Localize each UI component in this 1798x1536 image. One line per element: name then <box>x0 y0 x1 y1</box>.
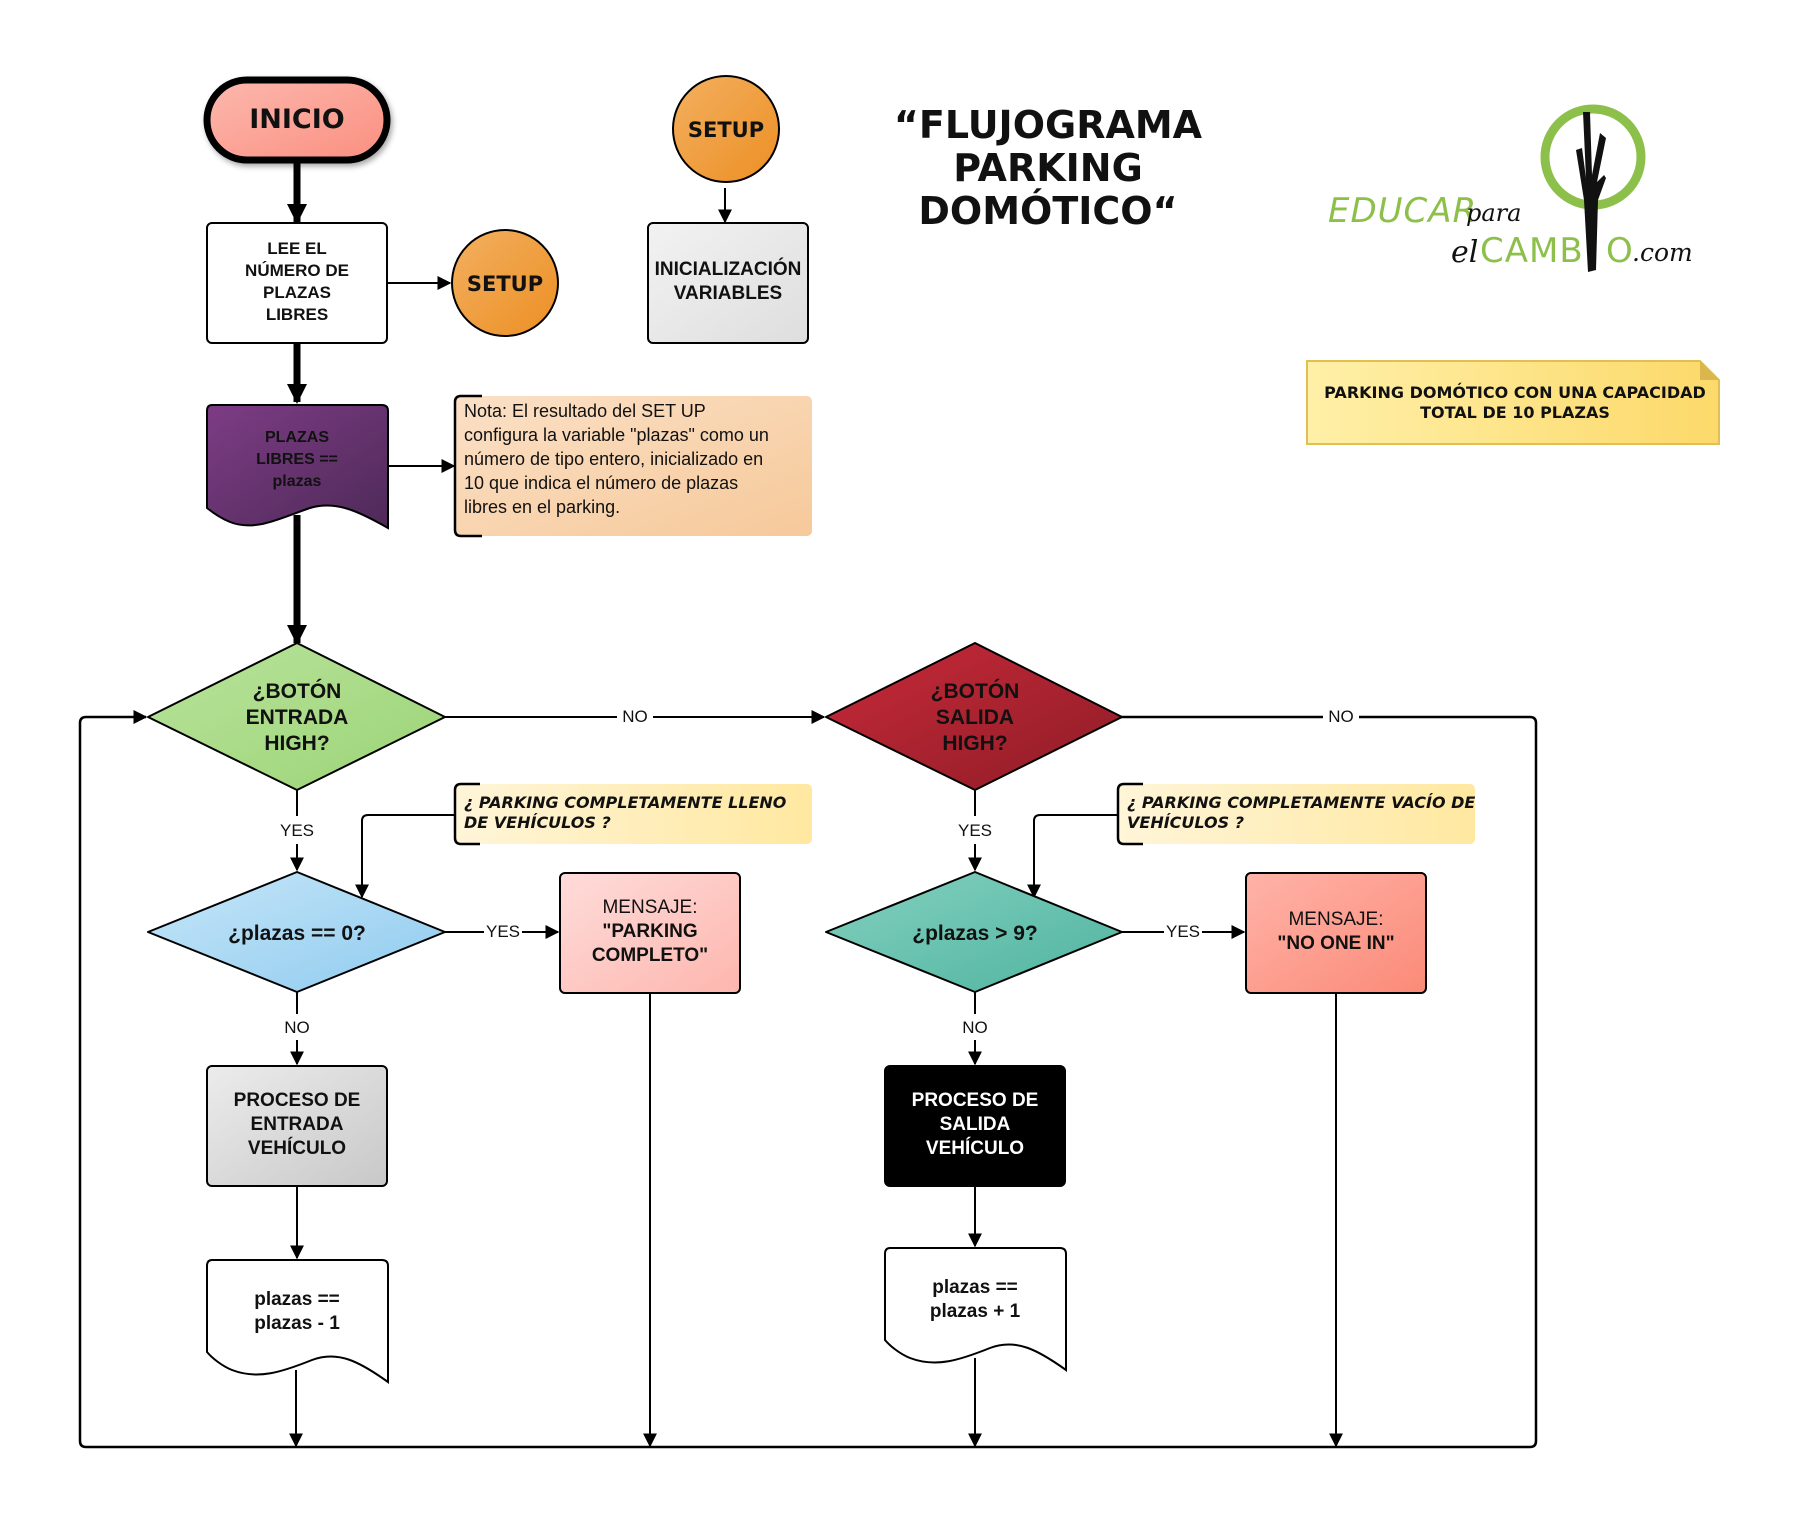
plazas-libres-line-3: plazas <box>273 473 322 490</box>
edge-labels: NO NO YES YES YES YES NO NO <box>280 706 1359 1037</box>
educar-para-el-cambio-logo[interactable]: EDUCAR para el CAMB O .com <box>1328 104 1693 272</box>
nota-line-1: Nota: El resultado del SET UP <box>464 401 706 421</box>
plazas-libres-document[interactable]: PLAZAS LIBRES == plazas <box>206 404 389 530</box>
plazas-libres-line-1: PLAZAS <box>265 429 329 446</box>
edge-label-entrada-no: NO <box>622 707 648 726</box>
nota-line-4: 10 que indica el número de plazas <box>464 473 738 493</box>
edge-comment-lleno <box>355 814 455 899</box>
plazas-nueve-decision[interactable]: ¿plazas > 9? <box>825 871 1123 993</box>
comment-lleno-line-2: DE VEHÍCULOS ? <box>464 813 611 832</box>
setup-call-label: SETUP <box>467 272 543 296</box>
comment-lleno-annotation[interactable]: ¿ PARKING COMPLETAMENTE LLENO DE VEHÍCUL… <box>453 782 812 846</box>
boton-entrada-decision[interactable]: ¿BOTÓN ENTRADA HIGH? <box>147 642 446 791</box>
diagram-title: “FLUJOGRAMA PARKING DOMÓTICO“ <box>894 103 1203 233</box>
boton-entrada-line-2: ENTRADA <box>246 706 349 729</box>
boton-entrada-line-3: HIGH? <box>264 732 329 755</box>
edge-label-salida-yes: YES <box>958 821 992 840</box>
proceso-entrada-line-3: VEHÍCULO <box>248 1137 346 1159</box>
title-line-2: PARKING <box>953 146 1143 190</box>
comment-lleno-line-1: ¿ PARKING COMPLETAMENTE LLENO <box>464 793 787 812</box>
msg-noone-line-2: "NO ONE IN" <box>1277 933 1394 954</box>
lee-line-2: NÚMERO DE <box>245 261 349 280</box>
boton-salida-line-1: ¿BOTÓN <box>931 679 1020 703</box>
nota-line-2: configura la variable "plazas" como un <box>464 425 769 445</box>
proceso-entrada-vehiculo[interactable]: PROCESO DE ENTRADA VEHÍCULO <box>206 1065 388 1187</box>
setup-call-connector[interactable]: SETUP <box>451 229 559 337</box>
logo-cambio: CAMB <box>1480 231 1584 271</box>
lee-line-3: PLAZAS <box>263 283 331 302</box>
inicializacion-line-1: INICIALIZACIÓN <box>655 258 802 280</box>
plazas-cero-label: ¿plazas == 0? <box>228 922 366 945</box>
resta-line-1: plazas == <box>254 1289 340 1310</box>
logo-com: .com <box>1632 238 1693 267</box>
edge-label-entrada-yes: YES <box>280 821 314 840</box>
logo-tree-icon <box>1576 112 1606 272</box>
connectors <box>78 162 1538 1449</box>
setup-def-connector[interactable]: SETUP <box>672 75 780 183</box>
suma-line-1: plazas == <box>932 1277 1018 1298</box>
msg-noone-line-1: MENSAJE: <box>1288 909 1383 930</box>
logo-cambio-end: O <box>1606 231 1633 271</box>
proceso-entrada-line-2: ENTRADA <box>251 1114 344 1135</box>
suma-line-2: plazas + 1 <box>930 1301 1021 1322</box>
title-line-1: “FLUJOGRAMA <box>894 103 1203 147</box>
boton-salida-decision[interactable]: ¿BOTÓN SALIDA HIGH? <box>825 642 1123 791</box>
boton-salida-line-2: SALIDA <box>936 706 1014 729</box>
inicio-label: INICIO <box>249 104 345 135</box>
plazas-suma-document[interactable]: plazas == plazas + 1 <box>884 1247 1067 1372</box>
logo-para: para <box>1466 199 1521 227</box>
plazas-cero-decision[interactable]: ¿plazas == 0? <box>147 871 446 993</box>
msg-completo-line-3: COMPLETO" <box>592 945 708 966</box>
boton-entrada-line-1: ¿BOTÓN <box>253 679 342 703</box>
mensaje-no-one-in[interactable]: MENSAJE: "NO ONE IN" <box>1245 872 1427 994</box>
comment-vacio-line-1: ¿ PARKING COMPLETAMENTE VACÍO DE <box>1127 793 1475 812</box>
inicio-terminal[interactable]: INICIO <box>203 76 391 164</box>
inicializacion-variables-process[interactable]: INICIALIZACIÓN VARIABLES <box>647 222 809 344</box>
edge-label-cero-yes: YES <box>486 922 520 941</box>
capacity-note-line-2: TOTAL DE 10 PLAZAS <box>1420 403 1610 422</box>
edge-label-nueve-yes: YES <box>1166 922 1200 941</box>
proceso-salida-line-3: VEHÍCULO <box>926 1137 1024 1159</box>
resta-line-2: plazas - 1 <box>254 1313 340 1334</box>
nota-annotation[interactable]: Nota: El resultado del SET UP configura … <box>453 394 812 538</box>
plazas-libres-line-2: LIBRES == <box>256 451 338 468</box>
comment-vacio-line-2: VEHÍCULOS ? <box>1127 813 1244 832</box>
msg-completo-line-1: MENSAJE: <box>602 897 697 918</box>
msg-completo-line-2: "PARKING <box>602 921 697 942</box>
inicializacion-line-2: VARIABLES <box>674 283 782 304</box>
comment-vacio-annotation[interactable]: ¿ PARKING COMPLETAMENTE VACÍO DE VEHÍCUL… <box>1116 782 1475 846</box>
proceso-salida-line-2: SALIDA <box>940 1114 1011 1135</box>
proceso-entrada-line-1: PROCESO DE <box>234 1090 361 1111</box>
mensaje-parking-completo[interactable]: MENSAJE: "PARKING COMPLETO" <box>559 872 741 994</box>
plazas-resta-document[interactable]: plazas == plazas - 1 <box>206 1259 389 1384</box>
logo-educar: EDUCAR <box>1328 191 1477 231</box>
capacity-note[interactable]: PARKING DOMÓTICO CON UNA CAPACIDAD TOTAL… <box>1306 360 1720 445</box>
plazas-nueve-label: ¿plazas > 9? <box>912 922 1037 945</box>
proceso-salida-line-1: PROCESO DE <box>912 1090 1039 1111</box>
edge-label-nueve-no: NO <box>962 1018 988 1037</box>
edge-comment-vacio <box>1027 814 1118 899</box>
proceso-salida-vehiculo[interactable]: PROCESO DE SALIDA VEHÍCULO <box>884 1065 1066 1187</box>
lee-plazas-process[interactable]: LEE EL NÚMERO DE PLAZAS LIBRES <box>206 222 388 344</box>
edge-label-cero-no: NO <box>284 1018 310 1037</box>
setup-def-label: SETUP <box>688 118 764 142</box>
title-line-3: DOMÓTICO“ <box>918 189 1177 233</box>
logo-el: el <box>1451 235 1478 270</box>
nota-line-5: libres en el parking. <box>464 497 620 517</box>
edge-label-salida-no: NO <box>1328 707 1354 726</box>
capacity-note-line-1: PARKING DOMÓTICO CON UNA CAPACIDAD <box>1324 383 1706 402</box>
boton-salida-line-3: HIGH? <box>942 732 1007 755</box>
lee-line-4: LIBRES <box>266 305 328 324</box>
nota-line-3: número de tipo entero, inicializado en <box>464 449 763 469</box>
edge-salida-no <box>78 710 1538 1449</box>
lee-line-1: LEE EL <box>267 239 327 258</box>
